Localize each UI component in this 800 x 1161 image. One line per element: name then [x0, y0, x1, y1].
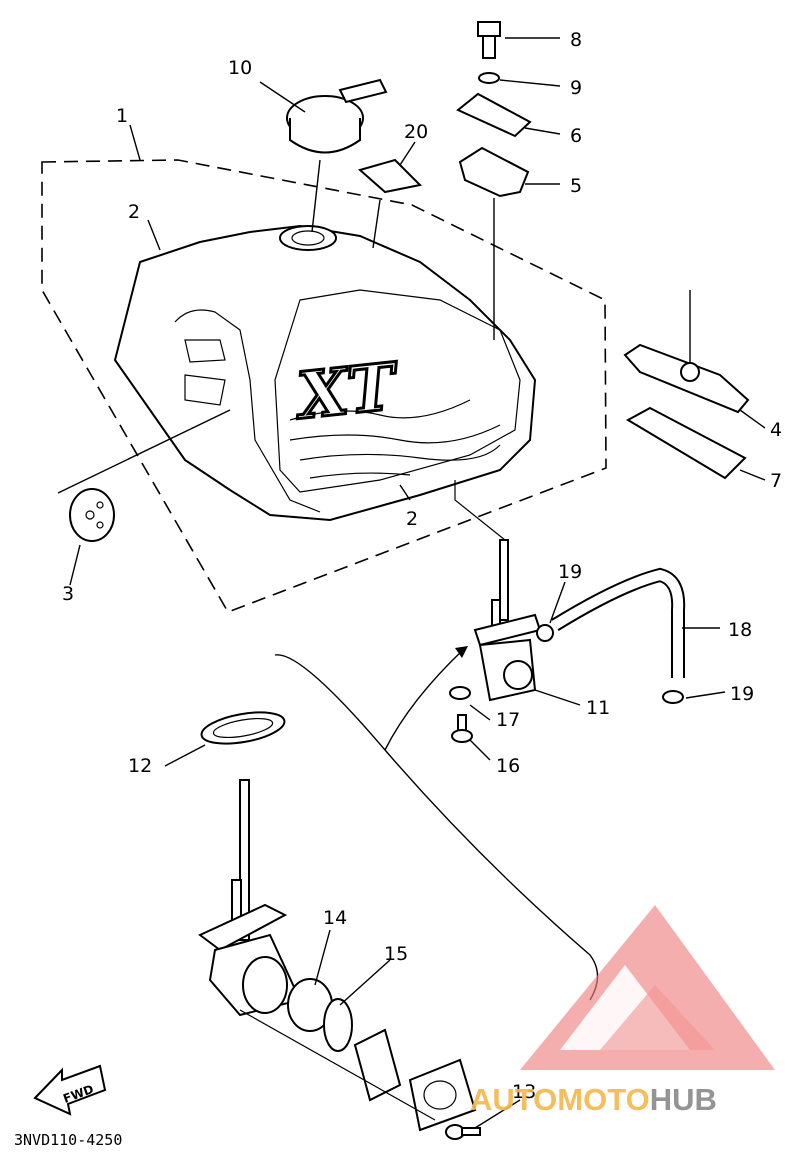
watermark-logo: [520, 905, 775, 1070]
damper: [458, 146, 530, 198]
tank-gasket: [200, 711, 286, 745]
callout-3: 3: [62, 583, 74, 605]
callout-2-bottom: 2: [406, 508, 418, 530]
watermark-text-part2: HUB: [650, 1082, 717, 1117]
fuel-tank: [113, 224, 537, 522]
fwd-arrow-icon: FWD: [33, 1064, 107, 1116]
gasket-ring: [449, 686, 471, 700]
screw-lower: [445, 1124, 481, 1140]
callout-14: 14: [323, 907, 347, 929]
assembly-outline: [41, 159, 607, 613]
callout-6: 6: [570, 125, 582, 147]
screw: [451, 714, 473, 743]
fuel-cock-exploded: [198, 779, 477, 1132]
callout-2: 2: [128, 201, 140, 223]
fuel-cap: [286, 78, 388, 154]
bolt: [477, 21, 501, 59]
callout-19-lower: 19: [730, 683, 754, 705]
watermark-text-part1: AUTOMOTO: [470, 1082, 650, 1117]
callout-19: 19: [558, 561, 582, 583]
callout-20: 20: [404, 121, 428, 143]
watermark-text: AUTOMOTOHUB: [470, 1082, 717, 1117]
side-damper: [69, 488, 115, 542]
hose-clip: [536, 624, 554, 642]
washer: [478, 72, 500, 84]
callout-13: 13: [512, 1081, 536, 1103]
rubber-pad: [625, 406, 747, 480]
callout-4: 4: [770, 419, 782, 441]
callout-7: 7: [770, 470, 782, 492]
callout-12: 12: [128, 755, 152, 777]
drawing-code: 3NVD110-4250: [14, 1131, 122, 1149]
callout-16: 16: [496, 755, 520, 777]
callout-5: 5: [570, 175, 582, 197]
callout-18: 18: [728, 619, 752, 641]
callout-9: 9: [570, 77, 582, 99]
callout-11: 11: [586, 697, 610, 719]
callout-10: 10: [228, 57, 252, 79]
callout-1: 1: [116, 105, 128, 127]
hose-clip: [662, 690, 684, 704]
callout-17: 17: [496, 709, 520, 731]
tank-emblem-text: XT: [290, 349, 403, 435]
callout-8: 8: [570, 29, 582, 51]
bracket-plate: [456, 92, 532, 138]
decal-plate: [357, 158, 423, 194]
callout-15: 15: [384, 943, 408, 965]
fuel-cock: [473, 539, 542, 702]
